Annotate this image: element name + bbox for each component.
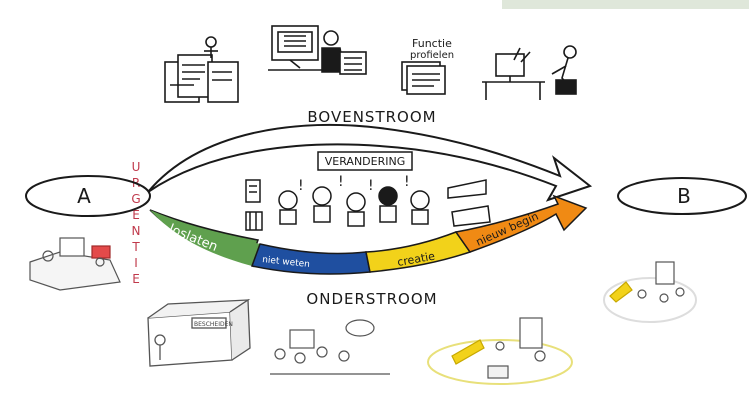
building-icons	[245, 179, 491, 231]
verandering-box	[317, 151, 413, 171]
point-b-label: B	[677, 184, 691, 208]
urgentie-text: URGENTIE	[129, 160, 143, 288]
sketch-functie-profielen: Functie profielen	[401, 37, 454, 95]
people-icons	[278, 186, 430, 227]
svg-text:!: !	[404, 174, 410, 190]
sketch-archive-box: BESCHEIDEN	[147, 298, 251, 367]
svg-text:!: !	[368, 178, 374, 194]
urgentie-label: URGENTIE	[129, 160, 143, 288]
sketch-office-left	[29, 237, 121, 291]
verandering-label: VERANDERING	[325, 155, 406, 168]
point-a: A	[25, 175, 151, 217]
corner-tab	[502, 0, 749, 9]
onderstroom-label: ONDERSTROOM	[306, 290, 437, 308]
niet-weten-label: niet weten	[262, 255, 311, 270]
sketch-computer-worker	[268, 25, 367, 75]
center-group: VERANDERING !!!!	[245, 151, 491, 231]
phase-band: loslaten niet weten creatie nieuw begin	[149, 194, 588, 275]
phase-nieuw-begin	[454, 194, 588, 253]
point-a-label: A	[77, 184, 91, 208]
sketch-desk-worker	[482, 45, 577, 100]
bovenstroom-label: BOVENSTROOM	[307, 108, 436, 126]
exclamation-marks: !!!!	[298, 174, 410, 194]
sketch-office-right	[603, 261, 697, 323]
svg-text:!: !	[338, 174, 344, 190]
box-label: BESCHEIDEN	[194, 321, 233, 328]
sketch-creative-space	[427, 317, 573, 385]
sketch-group-meeting	[270, 319, 390, 375]
sketch-documents	[164, 36, 239, 103]
functie-label: Functie	[412, 37, 452, 50]
point-b: B	[617, 177, 747, 215]
svg-text:!: !	[298, 178, 304, 194]
upper-arrow	[147, 123, 593, 202]
profielen-label: profielen	[410, 50, 454, 61]
